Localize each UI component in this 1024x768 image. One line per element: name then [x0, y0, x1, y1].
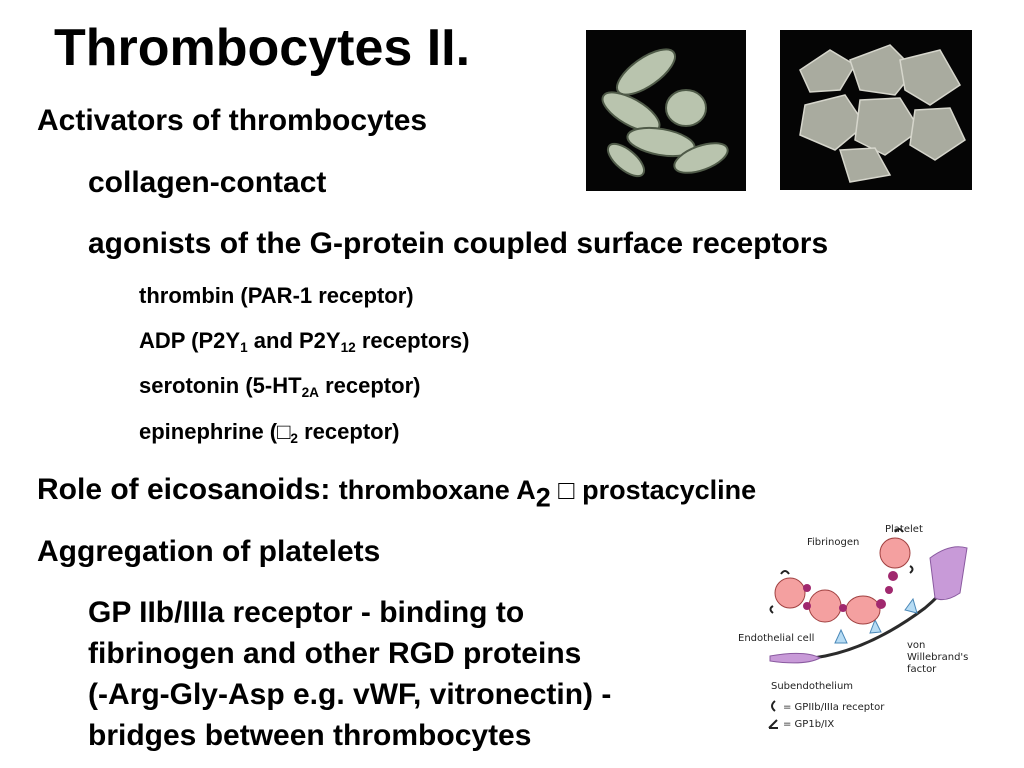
item-collagen: collagen-contact: [88, 166, 327, 199]
vwf-shape: [834, 628, 848, 644]
diagram-label-vwf: von: [907, 640, 925, 651]
diagram-label-platelet: Platelet: [885, 524, 923, 535]
diagram-label-subendothelium: Subendothelium: [771, 681, 853, 692]
item-adp: ADP (P2Y1 and P2Y12 receptors): [139, 328, 470, 355]
gp-line-2: fibrinogen and other RGD proteins: [88, 637, 582, 670]
diagram-label-vwf: factor: [907, 664, 937, 675]
eicosanoids-line: Role of eicosanoids: thromboxane A2 □ pr…: [37, 473, 757, 513]
gpiib-iiia-icon: [771, 700, 776, 712]
diagram-label-vwf: Willebrand's: [907, 652, 968, 663]
platelet-photo-activated: [780, 30, 972, 190]
item-agonists: agonists of the G-protein coupled surfac…: [88, 227, 829, 260]
diagram-label-fibrinogen: Fibrinogen: [807, 537, 859, 548]
gp-line-4: bridges between thrombocytes: [88, 719, 532, 752]
slide-title: Thrombocytes II.: [54, 19, 471, 77]
missing-glyph-icon: □: [277, 419, 291, 444]
diagram-legend-1: = GPIIb/IIIa receptor: [783, 702, 885, 713]
aggregation-heading: Aggregation of platelets: [37, 535, 381, 568]
activators-heading: Activators of thrombocytes: [37, 104, 428, 137]
platelet-adhesion-diagram: Platelet Fibrinogen Endothelial cell von…: [735, 518, 985, 733]
item-epinephrine: epinephrine (□2 receptor): [139, 419, 400, 446]
item-thrombin: thrombin (PAR-1 receptor): [139, 283, 414, 308]
missing-glyph-icon: □: [550, 475, 583, 505]
platelet-shape: [774, 577, 806, 609]
diagram-label-endothelial: Endothelial cell: [738, 633, 814, 644]
platelet-shape: [845, 595, 881, 625]
endothelial-cell-shape: [929, 546, 968, 601]
vwf-shape: [869, 618, 882, 634]
diagram-legend-2: = GP1b/IX: [783, 719, 834, 730]
vwf-shape: [904, 597, 918, 614]
item-serotonin: serotonin (5-HT2A receptor): [139, 373, 421, 400]
platelet-shape: [808, 589, 842, 623]
platelet-shape: [879, 537, 911, 569]
gp-line-1: GP IIb/IIIa receptor - binding to: [88, 596, 525, 629]
gp1b-ix-icon: [768, 719, 778, 729]
endothelial-cell-shape: [769, 652, 822, 664]
gp-line-3: (-Arg-Gly-Asp e.g. vWF, vitronectin) -: [88, 678, 612, 711]
platelet-photo-resting: [586, 30, 746, 191]
